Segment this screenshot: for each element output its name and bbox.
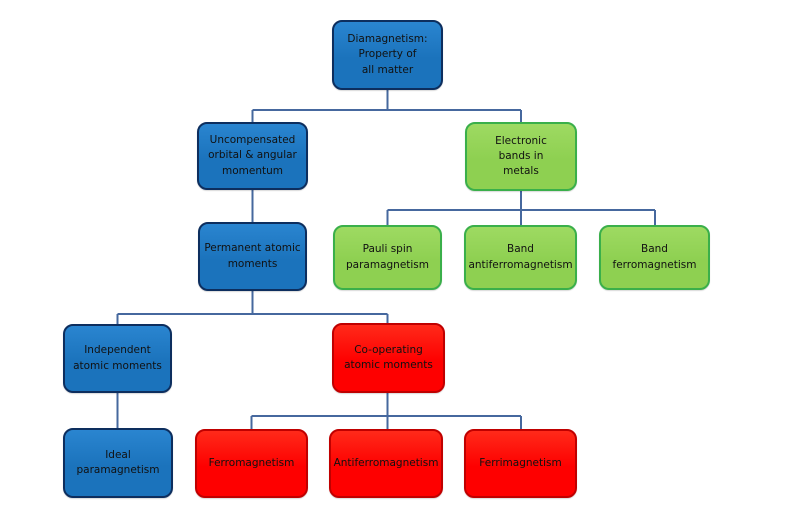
connector-cooperating-children [250,393,522,429]
node-diamagnetism: Diamagnetism: Property of all matter [332,20,443,90]
node-pauli-spin-paramagnetism: Pauli spin paramagnetism [333,225,442,290]
node-ferrimagnetism: Ferrimagnetism [464,429,577,498]
node-cooperating-atomic-moments: Co-operating atomic moments [332,323,445,393]
node-antiferromagnetism: Antiferromagnetism [329,429,443,498]
connector-electronic-children [386,191,656,225]
connector-diamagnetism-children [251,90,522,122]
node-ferromagnetism: Ferromagnetism [195,429,308,498]
node-permanent-atomic-moments: Permanent atomic moments [198,222,307,291]
node-electronic-bands: Electronic bands in metals [465,122,577,191]
node-independent-atomic-moments: Independent atomic moments [63,324,172,393]
node-uncompensated-momentum: Uncompensated orbital & angular momentum [197,122,308,190]
node-ideal-paramagnetism: Ideal paramagnetism [63,428,173,498]
node-band-antiferromagnetism: Band antiferromagnetism [464,225,577,290]
node-band-ferromagnetism: Band ferromagnetism [599,225,710,290]
connector-permanent-children [116,291,389,324]
